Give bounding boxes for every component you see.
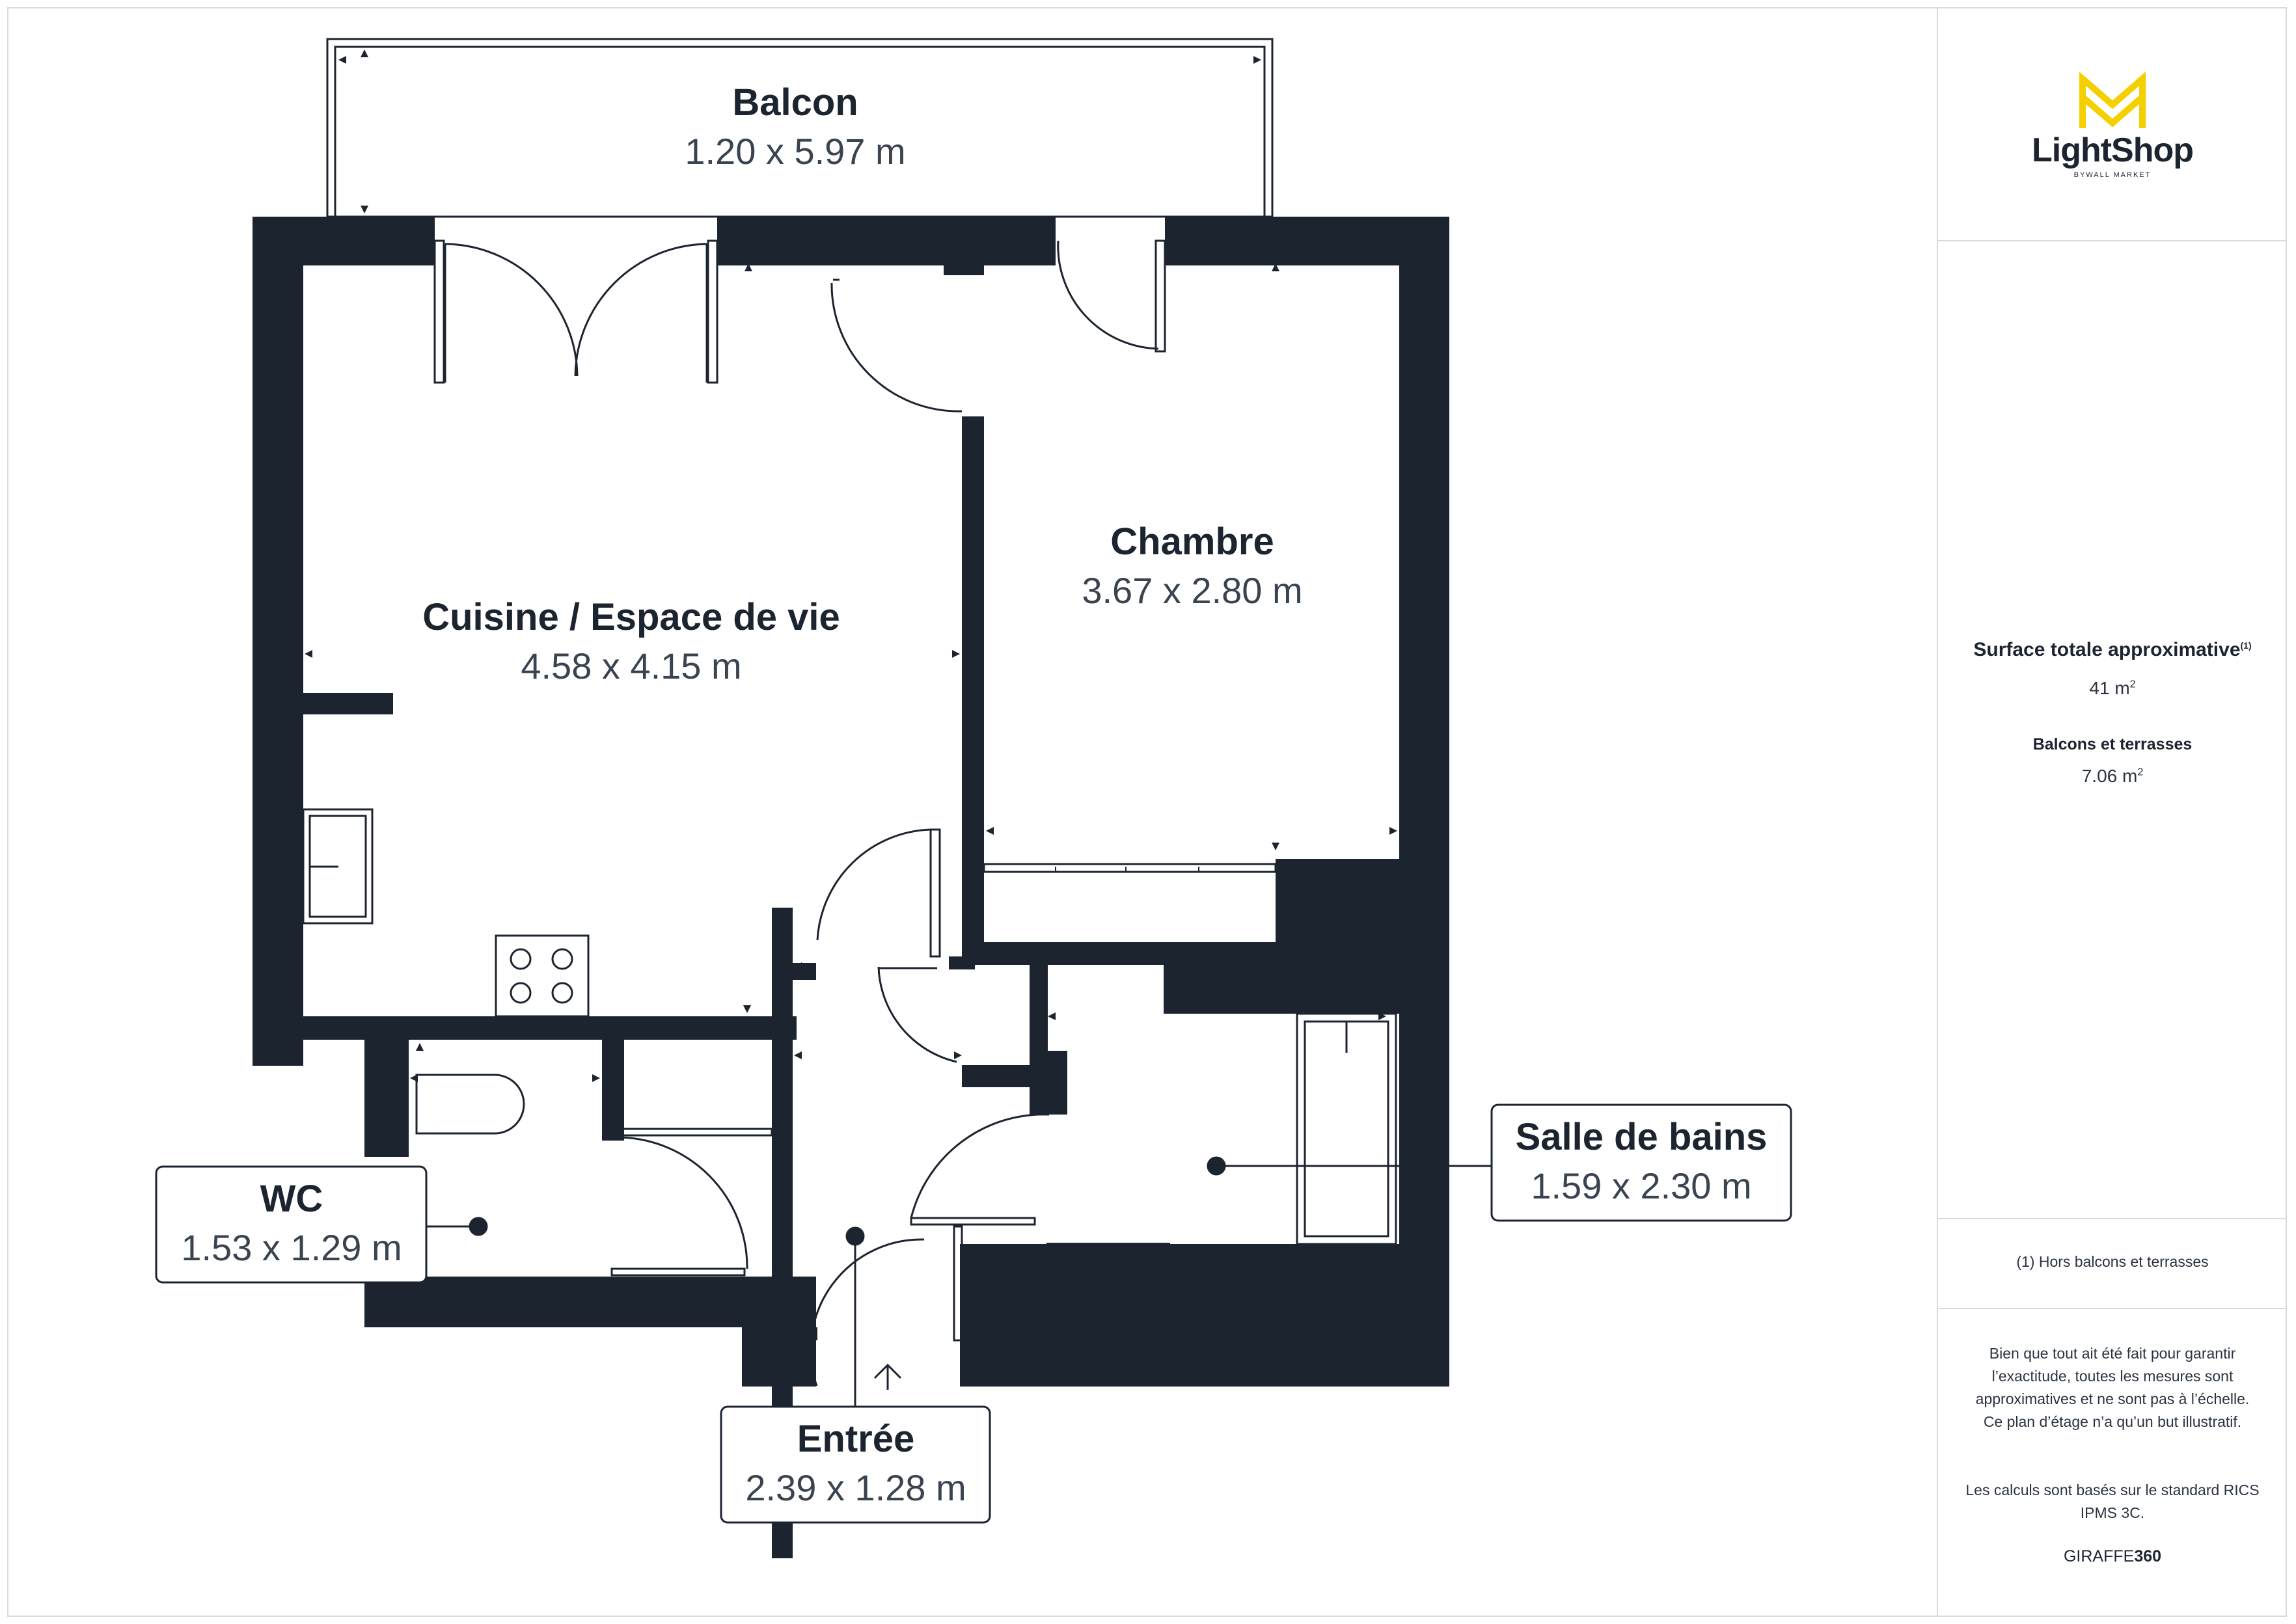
balcony-outline [326, 38, 1274, 218]
room-name-cuisine: Cuisine / Espace de vie [422, 596, 840, 638]
wall-returns [793, 217, 1067, 1340]
sidebar-divider [1938, 1218, 2287, 1219]
floor-plan: Balcon 1.20 x 5.97 m Cuisine / Espace de… [155, 38, 1792, 1558]
windows [433, 239, 1277, 1342]
room-name-entree: Entrée [797, 1418, 915, 1460]
wardrobe [1055, 867, 1199, 872]
room-name-wc: WC [260, 1178, 323, 1220]
room-name-sdb: Salle de bains [1516, 1116, 1768, 1158]
balcony-dimension-arrows [338, 49, 1261, 213]
dimension-markers [305, 264, 1397, 1334]
label-leaders [427, 1156, 1492, 1409]
room-dims-wc: 1.53 x 1.29 m [181, 1227, 402, 1268]
sidebar-divider [1938, 1308, 2287, 1309]
brand-tagline: BYWALL MARKET [2073, 171, 2152, 179]
sidebar-divider [1938, 240, 2287, 241]
lightshop-logo-icon [2079, 72, 2146, 128]
room-name-balcon: Balcon [732, 81, 858, 124]
door-swings [444, 240, 1159, 1387]
balcony-surface-label: Balcons et terrasses [2032, 735, 2193, 753]
entrance-arrow [873, 1363, 902, 1390]
room-dims-chambre: 3.67 x 2.80 m [1082, 570, 1302, 611]
footnote: (1) Hors balcons et terrasses [2016, 1253, 2209, 1270]
giraffe360-credit: GIRAFFE360 [2063, 1547, 2162, 1565]
balcony-surface-value: 7.06 m2 [2081, 766, 2144, 786]
room-name-chambre: Chambre [1110, 521, 1274, 563]
info-sidebar [1937, 7, 2287, 1617]
room-dims-sdb: 1.59 x 2.30 m [1531, 1165, 1751, 1206]
walls [253, 217, 1449, 1558]
room-dims-cuisine: 4.58 x 4.15 m [521, 645, 741, 686]
room-dims-entree: 2.39 x 1.28 m [745, 1467, 966, 1508]
page-frame [7, 7, 2287, 1617]
brand-name: LightShop [2031, 131, 2194, 169]
total-surface-label: Surface totale approximative(1) [1973, 639, 2252, 660]
calculation-standard-text: Les calculs sont basés sur le standard R… [1965, 1482, 2260, 1521]
disclaimer-text: Bien que tout ait été fait pour garantir… [1975, 1345, 2250, 1430]
label-boxes [155, 1103, 1792, 1524]
fixtures [302, 808, 1397, 1335]
room-dims-balcon: 1.20 x 5.97 m [685, 131, 905, 172]
brand-logo: LightShop BYWALL MARKET [1938, 7, 2287, 241]
total-surface-value: 41 m2 [2089, 678, 2136, 698]
